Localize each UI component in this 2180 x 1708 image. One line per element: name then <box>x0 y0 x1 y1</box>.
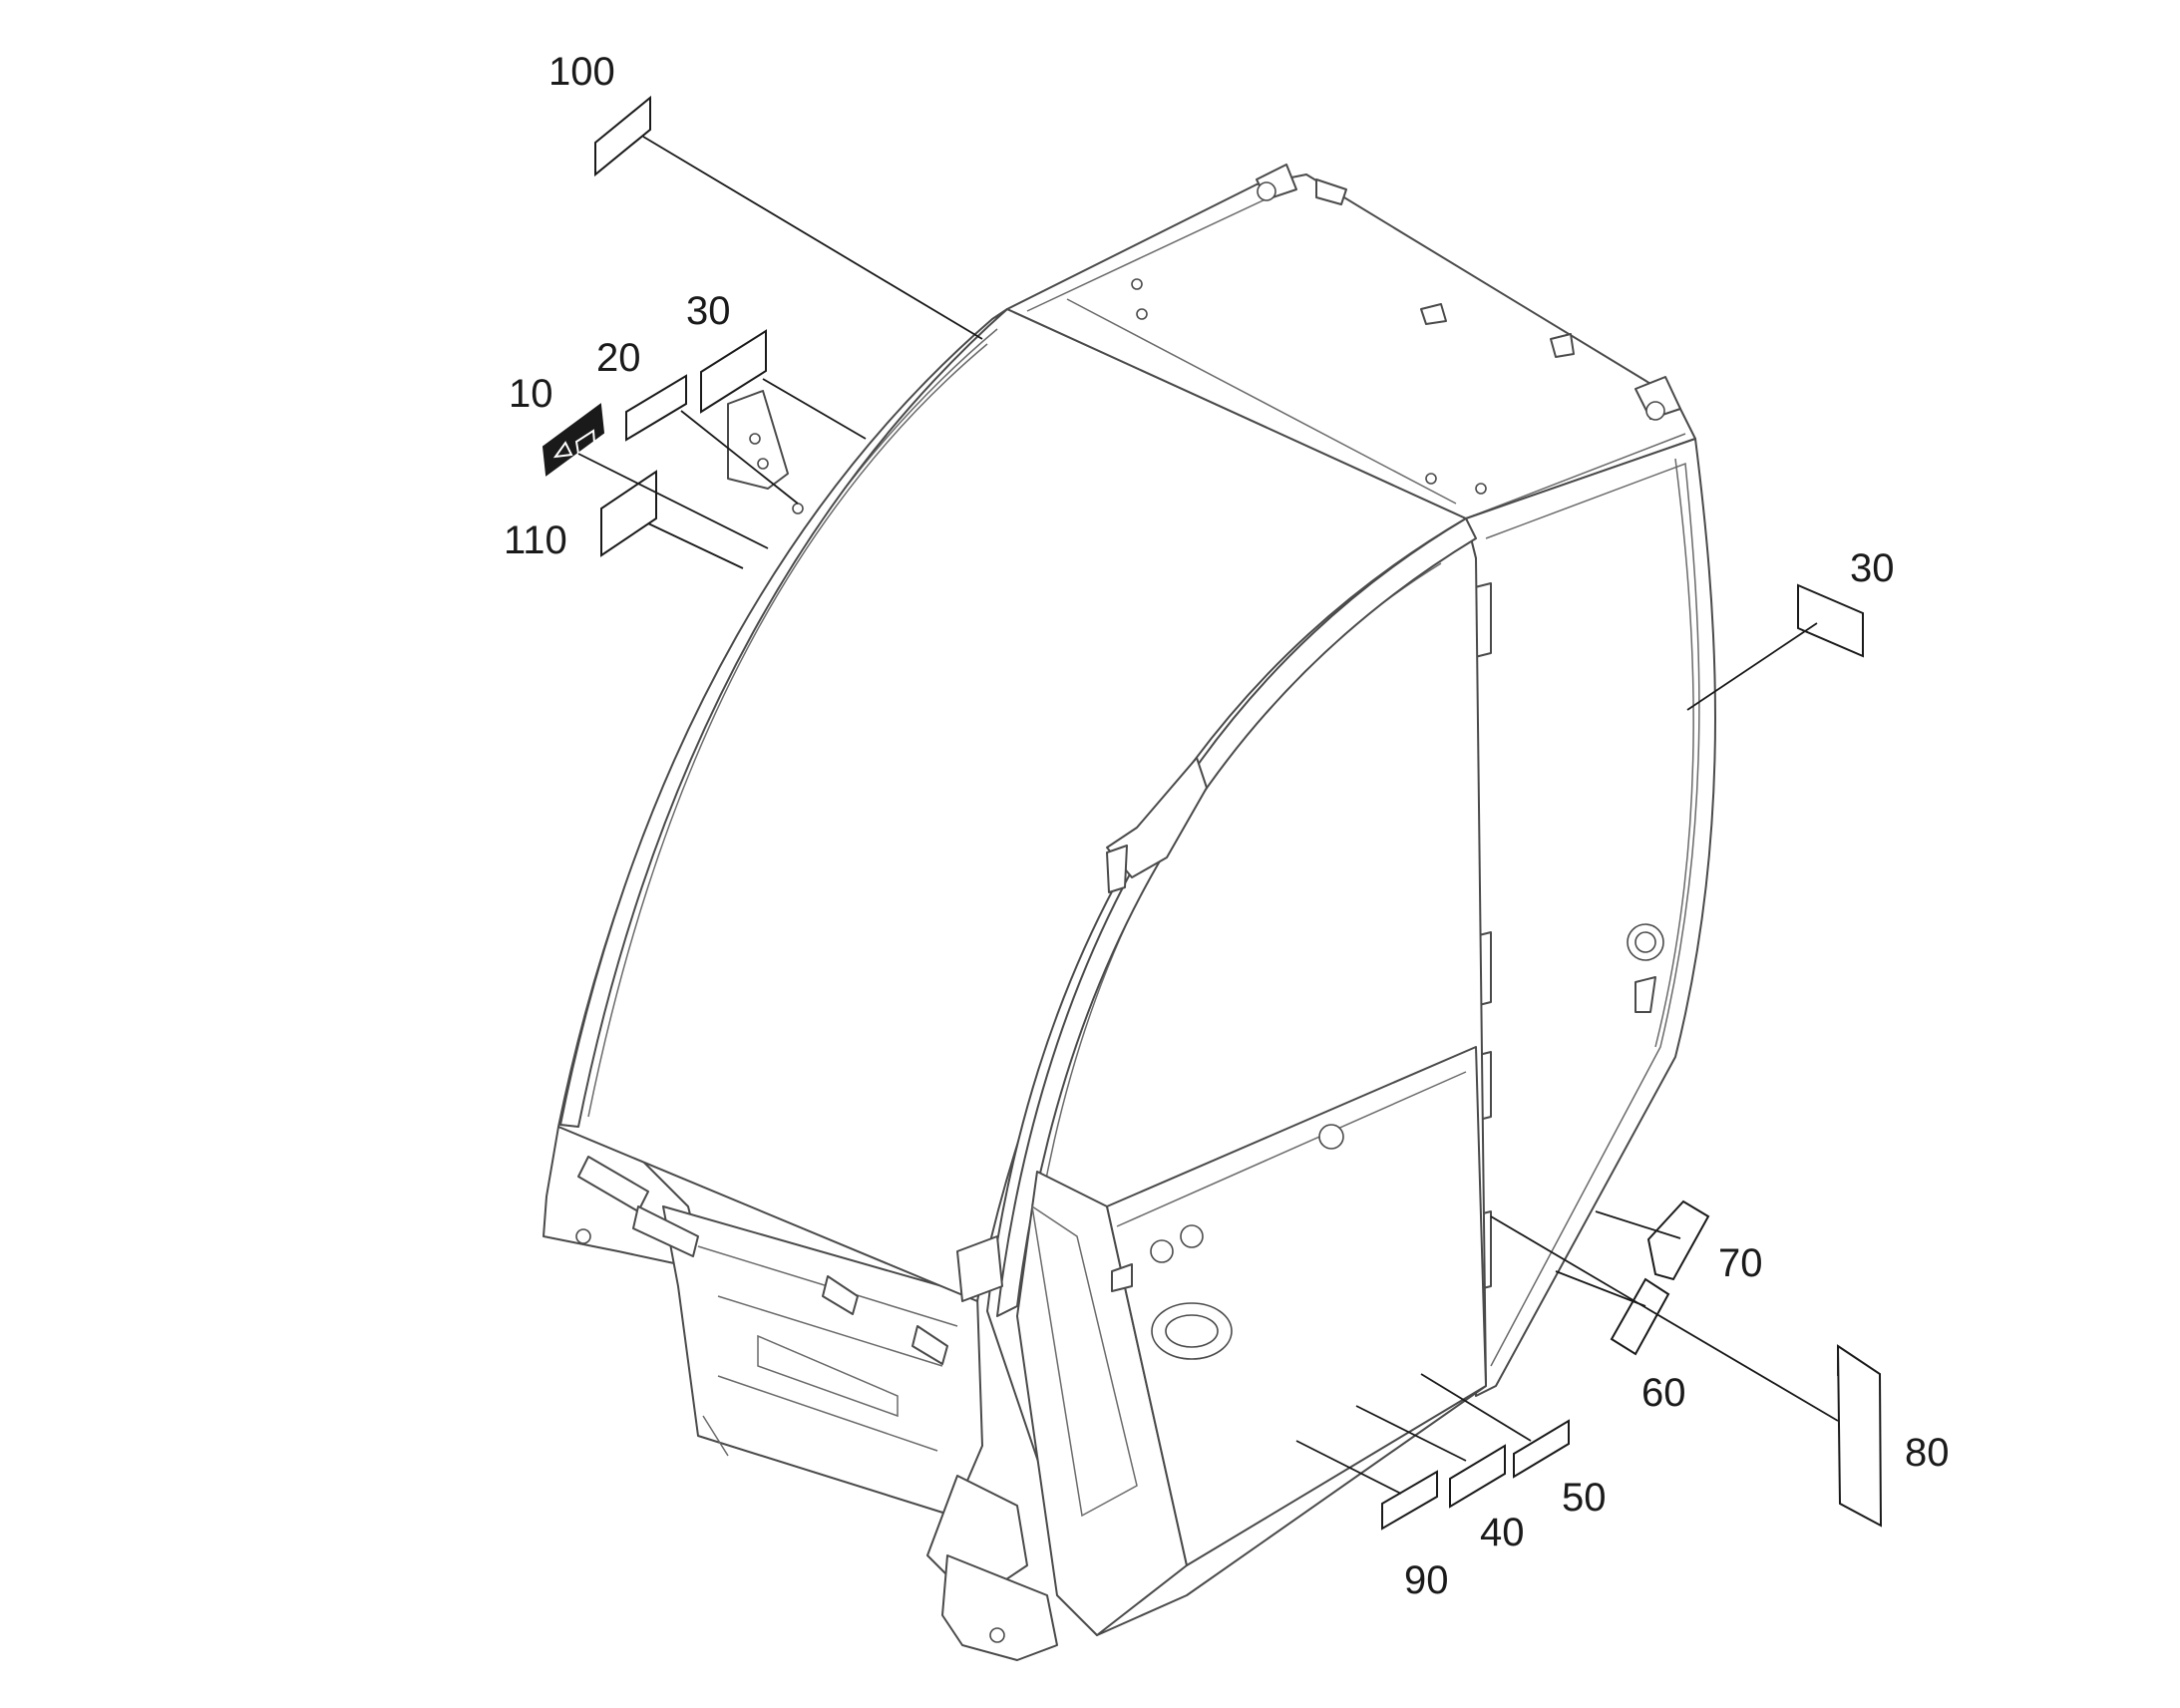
cab-lower-frame <box>543 1126 1058 1661</box>
leader-70 <box>1595 1210 1681 1239</box>
leader-40 <box>1355 1405 1467 1462</box>
leader-100 <box>642 136 983 340</box>
callout-30-left: 30 <box>686 289 731 333</box>
cab-right-door <box>1465 438 1716 1397</box>
leader-20 <box>680 410 799 505</box>
cab-left-pillar <box>559 308 1008 1128</box>
decal-parts <box>542 95 1883 1531</box>
cab-front-pillar <box>996 517 1477 1317</box>
leader-10 <box>577 453 769 549</box>
decal-10 <box>542 403 605 477</box>
cab-lower-panel <box>1106 1046 1487 1566</box>
warning-triangle-icon <box>552 429 596 459</box>
right-door-latch <box>1627 923 1664 1013</box>
callout-100: 100 <box>548 50 615 94</box>
callout-30-right: 30 <box>1850 546 1895 590</box>
operator-cab-illustration <box>543 164 1716 1661</box>
decal-50 <box>1513 1419 1570 1479</box>
leader-110 <box>647 522 744 569</box>
decal-100 <box>594 95 651 177</box>
leader-30-left <box>762 378 867 440</box>
callout-40: 40 <box>1480 1511 1525 1554</box>
lower-door-handle <box>1151 1302 1233 1360</box>
decal-40 <box>1449 1444 1506 1509</box>
callout-50: 50 <box>1562 1476 1607 1520</box>
decal-110 <box>600 470 657 557</box>
decal-60 <box>1610 1277 1670 1356</box>
callout-labels: 100 30 20 10 110 30 70 60 80 50 40 90 <box>504 50 1950 1602</box>
leader-80 <box>1490 1215 1839 1422</box>
leader-90 <box>1295 1440 1402 1495</box>
decal-70 <box>1646 1199 1710 1281</box>
callout-90: 90 <box>1404 1558 1449 1602</box>
decal-80 <box>1836 1344 1883 1528</box>
callout-110: 110 <box>504 518 567 562</box>
decal-90 <box>1381 1470 1438 1531</box>
decal-30-left <box>700 329 767 414</box>
callout-20: 20 <box>596 336 641 380</box>
leader-60 <box>1555 1270 1646 1307</box>
leader-lines <box>577 136 1839 1495</box>
decal-30-right <box>1797 583 1864 658</box>
leader-50 <box>1420 1373 1532 1442</box>
callout-80: 80 <box>1905 1431 1950 1475</box>
decal-20 <box>625 374 687 442</box>
callout-60: 60 <box>1641 1371 1686 1415</box>
callout-70: 70 <box>1718 1241 1763 1285</box>
leader-30-right <box>1686 622 1818 711</box>
callout-10: 10 <box>509 372 553 416</box>
